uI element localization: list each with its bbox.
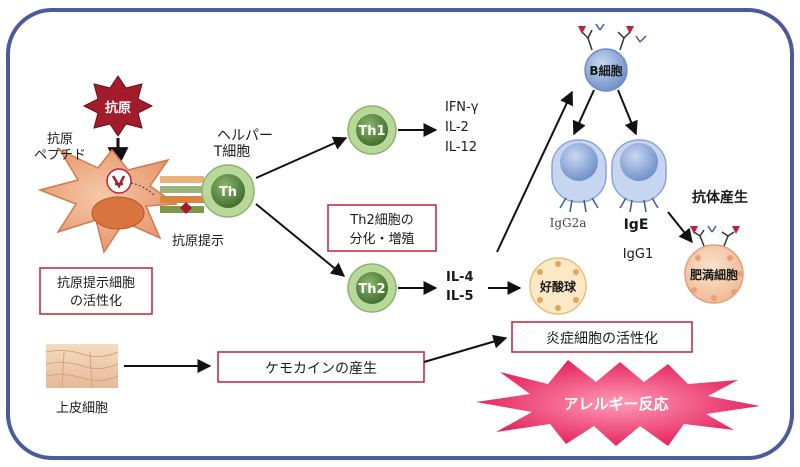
- antigen-presentation-label: 抗原提示: [172, 233, 224, 249]
- igg2a-label: IgG2a: [550, 216, 587, 230]
- antigen-star: 抗原: [82, 75, 154, 137]
- th2-label: Th2: [358, 282, 385, 297]
- ige-label: IgE: [624, 217, 649, 233]
- epithelial-tissue: [45, 344, 119, 389]
- th2-cytokine-2: IL-5: [446, 289, 474, 304]
- mast-cell: 肥満細胞: [684, 244, 744, 304]
- antigen-label: 抗原: [105, 100, 131, 116]
- th2-cell: Th2: [347, 263, 397, 313]
- helper-t-label-2: T細胞: [213, 144, 251, 160]
- igg1-label: IgG1: [623, 247, 653, 262]
- b-cell-receptors: [578, 23, 647, 51]
- th2-cytokine-1: IL-4: [446, 270, 474, 285]
- plasma-cell-ige: [611, 139, 667, 213]
- antigen-presenting-cell: [37, 148, 179, 254]
- apc-activation-label-2: の活性化: [70, 294, 122, 309]
- epithelial-cell-label: 上皮細胞: [56, 401, 108, 416]
- eosinophil: 好酸球: [529, 257, 587, 315]
- eosinophil-label: 好酸球: [539, 279, 577, 294]
- b-cell-label: B細胞: [589, 63, 622, 78]
- antibody-production-label: 抗体産生: [692, 189, 748, 206]
- th2-box-label-2: 分化・増殖: [349, 231, 414, 247]
- b-cell: B細胞: [584, 48, 628, 92]
- chemokine-production-box: [217, 351, 425, 383]
- plasma-cell-igg2a: [551, 139, 607, 213]
- th1-cytokine-3: IL-12: [445, 140, 477, 155]
- th1-cell: Th1: [347, 105, 397, 155]
- th1-cytokine-2: IL-2: [445, 120, 469, 135]
- allergic-reaction-burst: アレルギー反応: [476, 360, 760, 446]
- inflammatory-activation-box: [511, 321, 693, 353]
- helper-t-cell: Th: [201, 164, 255, 218]
- helper-t-label-1: ヘルパー: [217, 128, 273, 144]
- mhc-tcr-complex: [160, 176, 204, 214]
- apc-activation-label-1: 抗原提示細胞: [57, 275, 135, 291]
- apc-activation-box: [39, 267, 153, 315]
- th2-differentiation-box: [327, 204, 437, 252]
- antigen-peptide-label-2: ペプチド: [34, 148, 86, 163]
- chemokine-production-label: ケモカインの産生: [265, 361, 377, 377]
- allergic-reaction-label: アレルギー反応: [563, 395, 668, 413]
- inflammatory-activation-label: 炎症細胞の活性化: [546, 331, 658, 347]
- th1-cytokine-1: IFN-γ: [445, 100, 479, 115]
- antigen-peptide-label-1: 抗原: [47, 132, 73, 147]
- th-label: Th: [219, 185, 237, 200]
- mast-cell-ige-receptors: [690, 225, 740, 247]
- mast-cell-label: 肥満細胞: [690, 267, 738, 282]
- th2-box-label-1: Th2細胞の: [349, 213, 413, 228]
- th1-label: Th1: [358, 124, 385, 139]
